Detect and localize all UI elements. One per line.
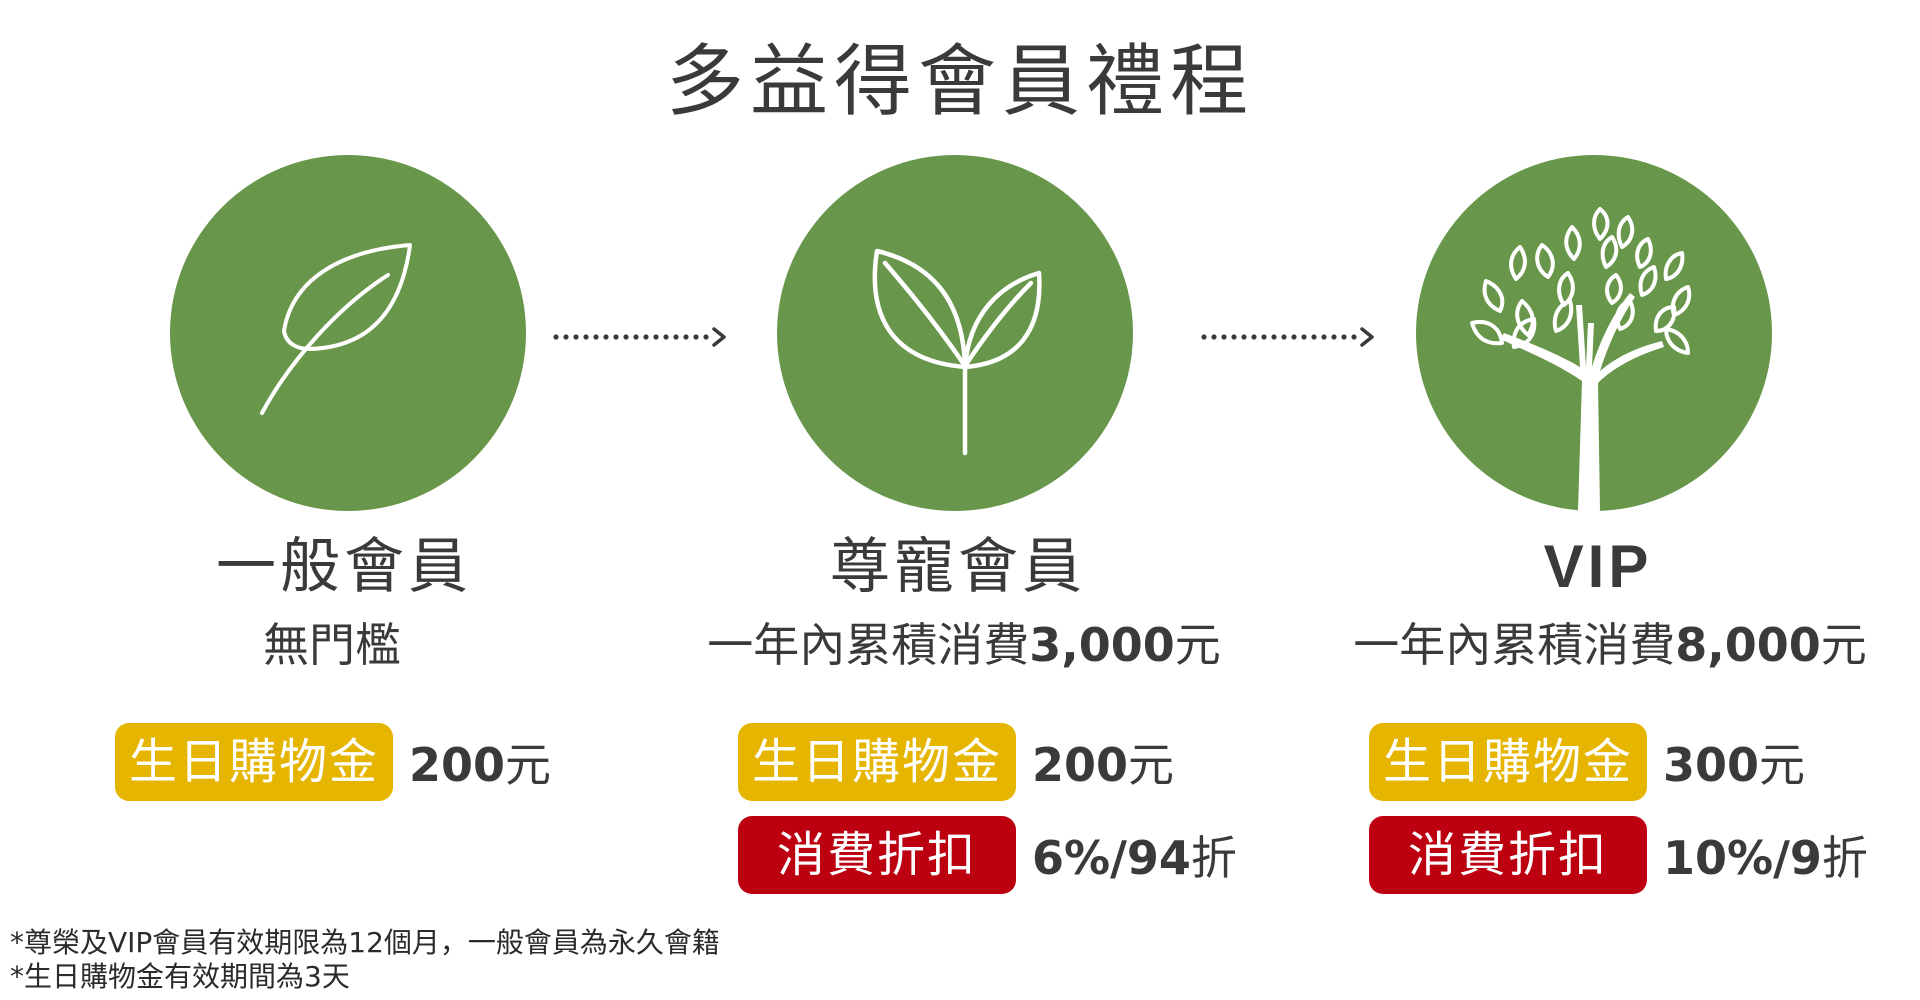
- footnotes: *尊榮及VIP會員有效期限為12個月，一般會員為永久會籍 *生日購物金有效期間為…: [10, 926, 720, 994]
- footnote-validity: *尊榮及VIP會員有效期限為12個月，一般會員為永久會籍: [10, 926, 720, 959]
- dotted-arrow-icon: [553, 327, 726, 347]
- tier-requirement-text: 一年內累積消費: [707, 618, 1030, 672]
- discount-badge: 消費折扣: [738, 816, 1016, 894]
- birthday-credit-badge: 生日購物金: [1369, 723, 1647, 801]
- tree-icon: [1470, 207, 1692, 511]
- tier-requirement-unit: 元: [1820, 618, 1867, 672]
- benefit-value: 200元: [409, 729, 551, 795]
- benefit-value: 6%/94折: [1032, 822, 1237, 888]
- benefit-amount: 6%/94: [1032, 831, 1191, 885]
- tier-requirement: 一年內累積消費8,000元: [1280, 613, 1920, 677]
- dotted-arrow-icon: [1201, 327, 1374, 347]
- benefit-value: 300元: [1663, 729, 1805, 795]
- benefit-row-birthday: 生日購物金 200元: [115, 722, 551, 802]
- discount-badge: 消費折扣: [1369, 816, 1647, 894]
- tier-name: VIP: [1543, 533, 1653, 600]
- tier-circle: [1416, 155, 1772, 511]
- leaf-icon: [260, 243, 412, 415]
- birthday-credit-badge: 生日購物金: [115, 723, 393, 801]
- benefit-amount: 200: [409, 738, 506, 792]
- tier-circle: [170, 155, 526, 511]
- tier-requirement-amount: 3,000: [1029, 618, 1175, 672]
- benefit-unit: 折: [1190, 831, 1237, 885]
- benefit-amount: 200: [1032, 738, 1129, 792]
- birthday-credit-badge: 生日購物金: [738, 723, 1016, 801]
- tier-name: 一般會員: [216, 532, 472, 602]
- tier-requirement-text: 無門檻: [263, 618, 401, 672]
- tier-requirement-text: 一年內累積消費: [1353, 618, 1676, 672]
- benefit-amount: 10%/9: [1663, 831, 1822, 885]
- benefit-unit: 元: [505, 738, 552, 792]
- benefit-unit: 元: [1128, 738, 1175, 792]
- tier-requirement: 無門檻: [2, 613, 662, 677]
- tier-circle: [777, 155, 1133, 511]
- benefit-row-birthday: 生日購物金 200元: [738, 722, 1174, 802]
- benefit-row-birthday: 生日購物金 300元: [1369, 722, 1805, 802]
- benefit-amount: 300: [1663, 738, 1760, 792]
- footnote-birthday-credit: *生日購物金有效期間為3天: [10, 960, 350, 993]
- tier-name: 尊寵會員: [830, 532, 1086, 602]
- benefit-unit: 元: [1759, 738, 1806, 792]
- benefit-value: 10%/9折: [1663, 822, 1868, 888]
- benefit-unit: 折: [1821, 831, 1868, 885]
- benefit-row-discount: 消費折扣 6%/94折: [738, 815, 1237, 895]
- page-title: 多益得會員禮程: [665, 37, 1254, 127]
- benefit-row-discount: 消費折扣 10%/9折: [1369, 815, 1868, 895]
- benefit-value: 200元: [1032, 729, 1174, 795]
- sprout-icon: [872, 248, 1042, 456]
- tier-requirement: 一年內累積消費3,000元: [634, 613, 1294, 677]
- tier-requirement-amount: 8,000: [1675, 618, 1821, 672]
- tier-requirement-unit: 元: [1174, 618, 1221, 672]
